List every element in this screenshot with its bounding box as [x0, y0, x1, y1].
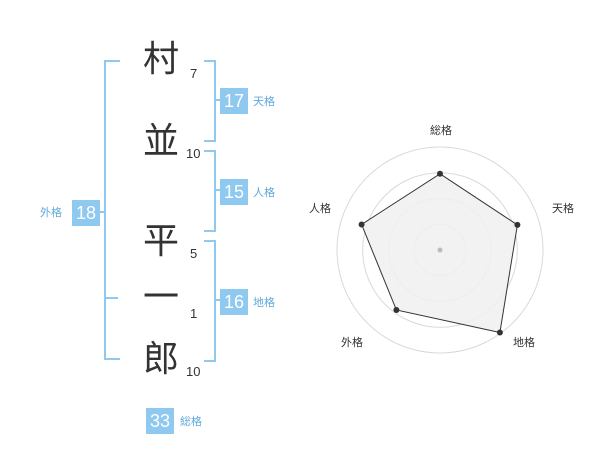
radar-point-3 — [393, 307, 400, 313]
radar-axis-label-soukaku: 総格 — [430, 123, 452, 137]
chikaku-bracket — [204, 240, 216, 362]
name-char-4: 一 — [142, 277, 179, 318]
radar-point-0 — [437, 170, 443, 177]
radar-points — [358, 170, 521, 336]
gaikaku-bracket-split — [104, 297, 118, 299]
radar-axis-label-jinkaku: 人格 — [309, 201, 331, 215]
chikaku-tick — [214, 299, 220, 301]
tenkaku-tick — [214, 99, 220, 101]
radar-axis-label-gaikaku: 外格 — [341, 335, 363, 349]
stroke-count-3: 5 — [190, 246, 198, 261]
chikaku-badge: 16 — [220, 289, 248, 315]
radar-point-4 — [358, 221, 365, 228]
stroke-count-1: 7 — [190, 66, 198, 81]
gaikaku-bracket — [104, 60, 120, 360]
tenkaku-bracket — [204, 60, 216, 142]
chikaku-label: 地格 — [253, 296, 275, 309]
radar-point-2 — [496, 329, 503, 336]
gaikaku-label: 外格 — [40, 206, 62, 219]
stroke-count-5: 10 — [186, 364, 201, 379]
soukaku-badge: 33 — [146, 408, 174, 434]
radar-center-dot — [437, 247, 443, 253]
soukaku-label: 総格 — [180, 415, 202, 428]
stroke-count-4: 1 — [190, 306, 198, 321]
name-char-5: 郎 — [142, 339, 179, 380]
name-char-2: 並 — [142, 121, 179, 162]
jinkaku-badge: 15 — [220, 179, 248, 205]
radar-axis-label-tenkaku: 天格 — [552, 201, 574, 215]
jinkaku-tick — [214, 189, 220, 191]
name-char-1: 村 — [142, 39, 179, 80]
radar-polygon — [360, 173, 518, 334]
name-char-3: 平 — [142, 221, 179, 262]
jinkaku-bracket — [204, 150, 216, 232]
gaikaku-badge: 18 — [72, 200, 100, 226]
radar-axis-label-chikaku: 地格 — [513, 335, 535, 349]
gaikaku-bracket-tick — [98, 211, 106, 213]
tenkaku-badge: 17 — [220, 88, 248, 114]
radar-point-1 — [514, 221, 521, 228]
tenkaku-label: 天格 — [253, 95, 275, 108]
stroke-count-2: 10 — [186, 146, 201, 161]
radar-ring — [336, 146, 544, 354]
jinkaku-label: 人格 — [253, 186, 275, 199]
